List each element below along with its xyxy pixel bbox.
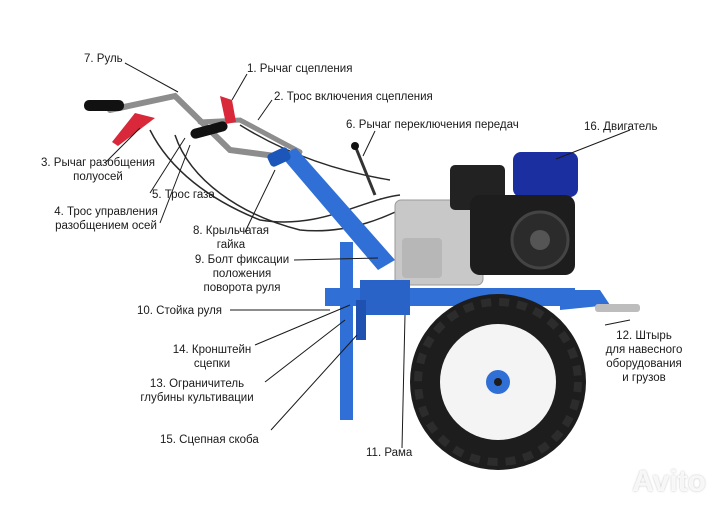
hitch [340, 242, 366, 420]
label-14-hitch-bracket: 14. Кронштейн сцепки [172, 344, 252, 370]
avito-watermark: Avito [632, 465, 706, 498]
label-3-axle-lever: 3. Рычаг разобщения полуосей [40, 157, 156, 183]
label-13-depth-limiter: 13. Ограничитель глубины культивации [140, 378, 254, 404]
label-1-clutch-lever: 1. Рычаг сцепления [247, 63, 353, 75]
steering-column [267, 147, 395, 270]
label-8-wing-nut: 8. Крыльчатая гайка [193, 225, 269, 251]
left-grip [84, 100, 124, 111]
weight-pin [595, 304, 640, 312]
label-16-engine: 16. Двигатель [584, 121, 658, 133]
right-grip [190, 121, 228, 139]
label-11-frame: 11. Рама [366, 447, 413, 459]
label-15-hitch-clamp: 15. Сцепная скоба [160, 434, 259, 446]
leader-lines [104, 62, 631, 449]
handlebar [84, 92, 303, 161]
label-7-handlebar: 7. Руль [84, 53, 123, 65]
cables [149, 124, 411, 232]
clutch-lever [220, 96, 236, 124]
label-4-axle-cable: 4. Трос управления разобщением осей [54, 206, 158, 232]
engine [450, 152, 578, 275]
label-5-throttle-cable: 5. Трос газа [152, 189, 215, 201]
gearshift-lever [354, 147, 377, 196]
wheel [410, 294, 586, 470]
label-10-steering-column: 10. Стойка руля [137, 305, 223, 317]
label-6-gearshift-lever: 6. Рычаг переключения передач [346, 119, 519, 131]
label-12-pin: 12. Штырь для навесного оборудования и г… [605, 330, 683, 384]
label-2-clutch-cable: 2. Трос включения сцепления [274, 91, 433, 103]
axle-disengage-lever [112, 113, 155, 146]
label-9-lock-bolt: 9. Болт фиксации положения поворота руля [194, 254, 290, 294]
